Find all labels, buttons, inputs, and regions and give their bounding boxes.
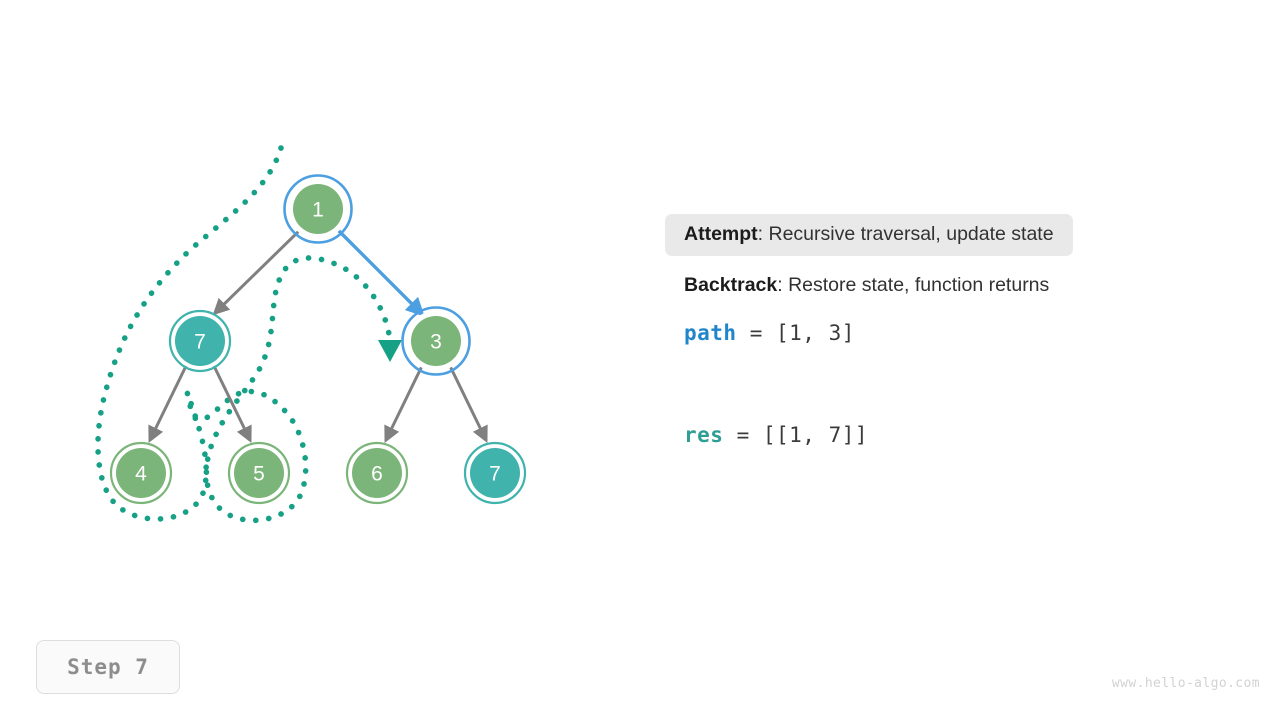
attempt-description: : Recursive traversal, update state — [757, 223, 1054, 245]
path-variable-value: = [1, 3] — [736, 320, 855, 345]
node-5-inner-white-ring — [230, 444, 288, 502]
node-4-body — [116, 448, 166, 498]
edge-1-to-3 — [336, 228, 425, 317]
node-6-inner-white-ring — [348, 444, 406, 502]
edge-3-to-7 — [448, 365, 488, 443]
res-variable-name: res — [684, 422, 724, 447]
watermark: www.hello-algo.com — [1111, 676, 1260, 691]
node-3-label: 3 — [430, 331, 442, 354]
attempt-label: Attempt — [684, 223, 758, 245]
node-6-ring — [345, 441, 409, 505]
tree-node-5[interactable]: 5 — [227, 441, 291, 505]
attempt-row: Attempt: Recursive traversal, update sta… — [665, 214, 1073, 257]
node-4-label: 4 — [135, 463, 147, 486]
backtrack-row: Backtrack: Restore state, function retur… — [684, 274, 1204, 296]
path-variable-name: path — [684, 320, 737, 345]
node-3-highlight-ring — [401, 306, 471, 376]
tree-node-4[interactable]: 4 — [109, 441, 173, 505]
tree-node-7-left[interactable]: 7 — [168, 309, 232, 373]
node-5-label: 5 — [253, 463, 265, 486]
node-7l-ring — [168, 309, 232, 373]
node-1-inner-white-ring — [287, 178, 349, 240]
tree-node-1[interactable]: 1 — [283, 174, 353, 244]
node-5-ring — [227, 441, 291, 505]
step-badge: Step 7 — [36, 640, 180, 694]
node-7r-inner-white-ring — [466, 444, 524, 502]
node-1-label: 1 — [312, 199, 324, 222]
trail-dotted-path — [95, 145, 393, 523]
tree-node-7-right[interactable]: 7 — [463, 441, 527, 505]
path-state-line: path = [1, 3] — [684, 321, 1204, 345]
binary-tree-diagram: 1 7 3 4 5 6 7 — [95, 145, 527, 523]
node-6-label: 6 — [371, 463, 383, 486]
res-state-line: res = [[1, 7]] — [684, 423, 1204, 447]
tree-node-3[interactable]: 3 — [401, 306, 471, 376]
node-3-inner-white-ring — [405, 310, 467, 372]
info-panel: Attempt: Recursive traversal, update sta… — [665, 214, 1204, 447]
trail-arrowhead-icon — [378, 340, 402, 362]
tree-edges — [148, 228, 488, 443]
node-7r-label: 7 — [489, 463, 501, 486]
node-7l-body — [175, 316, 225, 366]
backtrack-label: Backtrack — [684, 274, 778, 297]
tree-node-6[interactable]: 6 — [345, 441, 409, 505]
traversal-trail — [95, 145, 402, 523]
backtrack-description: : Restore state, function returns — [777, 274, 1050, 297]
edge-3-to-6 — [384, 365, 424, 443]
node-5-body — [234, 448, 284, 498]
node-7l-label: 7 — [194, 331, 206, 354]
res-variable-value: = [[1, 7]] — [723, 422, 869, 447]
edge-1-to-7 — [212, 229, 301, 316]
edge-7-to-4 — [148, 365, 188, 443]
node-1-body — [293, 184, 343, 234]
step-badge-label: Step 7 — [67, 655, 149, 679]
node-3-body — [411, 316, 461, 366]
node-4-inner-white-ring — [112, 444, 170, 502]
node-6-body — [352, 448, 402, 498]
node-7r-body — [470, 448, 520, 498]
node-7l-inner-white-ring — [171, 312, 229, 370]
node-4-ring — [109, 441, 173, 505]
node-1-highlight-ring — [283, 174, 353, 244]
edge-7-to-5 — [212, 365, 252, 443]
node-7r-ring — [463, 441, 527, 505]
